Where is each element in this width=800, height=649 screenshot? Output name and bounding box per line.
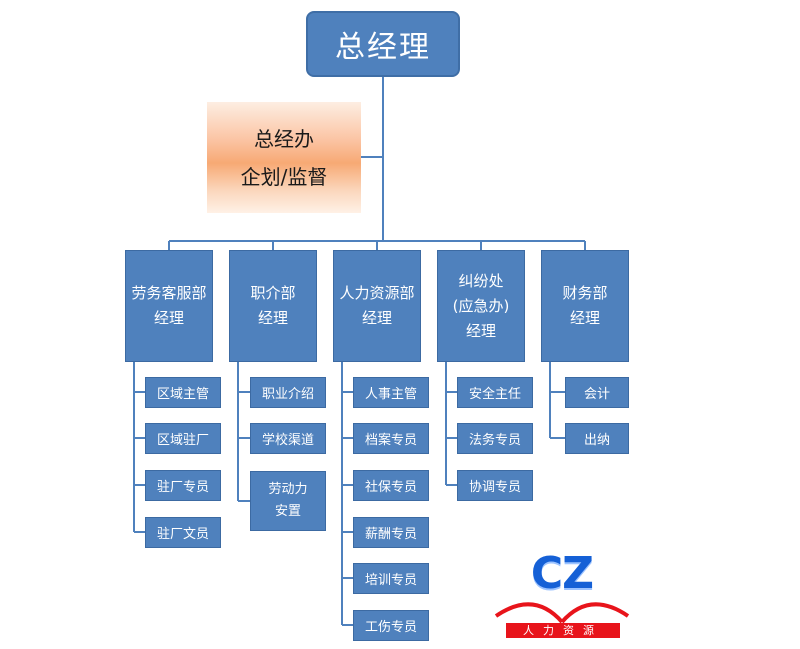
sub-role-box: 驻厂文员	[145, 517, 221, 548]
sub-role-label: 安全主任	[468, 387, 521, 402]
sub-role-box: 档案专员	[353, 423, 429, 454]
dept-box-human-resources: 人力资源部 经理	[333, 250, 421, 362]
sub-role-box: 法务专员	[457, 423, 533, 454]
sub-role-box: 工伤专员	[353, 610, 429, 641]
sub-role-label: 学校渠道	[261, 433, 314, 448]
dept-label: 经理	[465, 321, 496, 340]
sub-role-label: 区域驻厂	[156, 433, 209, 448]
sub-role-box: 培训专员	[353, 563, 429, 594]
sub-role-label: 安置	[274, 504, 301, 519]
dept-box-labor-service: 劳务客服部 经理	[125, 250, 213, 362]
dept-label: 经理	[361, 309, 392, 327]
sub-role-box: 薪酬专员	[353, 517, 429, 548]
dept-label: 经理	[257, 309, 288, 327]
sub-role-box: 人事主管	[353, 377, 429, 408]
sub-role-box: 区域主管	[145, 377, 221, 408]
logo-letters: CZ	[530, 548, 594, 599]
logo-caption: 人力资源	[506, 623, 620, 638]
dept-label: (应急办)	[452, 296, 510, 315]
sub-role-box: 出纳	[565, 423, 629, 454]
sub-role-box: 劳动力 安置	[250, 471, 326, 531]
sub-role-box: 协调专员	[457, 470, 533, 501]
sub-role-box: 安全主任	[457, 377, 533, 408]
dept-label: 人力资源部	[339, 284, 415, 302]
sub-role-label: 出纳	[583, 433, 610, 448]
office-label-line1: 总经办	[254, 126, 314, 151]
sub-role-label: 社保专员	[364, 480, 417, 495]
general-office-box: 总经办 企划/监督	[207, 102, 361, 213]
sub-role-label: 培训专员	[364, 573, 417, 588]
dept-label: 职介部	[250, 284, 296, 302]
sub-role-box: 职业介绍	[250, 377, 326, 408]
sub-role-label: 会计	[583, 387, 610, 402]
dept-label: 经理	[153, 309, 184, 327]
dept-label: 纠纷处	[458, 271, 504, 290]
sub-role-box: 会计	[565, 377, 629, 408]
sub-role-label: 驻厂文员	[156, 527, 209, 542]
sub-role-label: 法务专员	[468, 433, 521, 448]
sub-role-label: 区域主管	[156, 387, 209, 402]
book-arc-icon	[494, 602, 630, 624]
sub-role-label: 职业介绍	[261, 387, 314, 402]
sub-role-label: 工伤专员	[364, 620, 417, 635]
general-manager-label: 总经理	[335, 30, 431, 65]
dept-box-dispute: 纠纷处 (应急办) 经理	[437, 250, 525, 362]
sub-role-box: 社保专员	[353, 470, 429, 501]
sub-role-label: 劳动力	[268, 482, 308, 497]
sub-role-box: 学校渠道	[250, 423, 326, 454]
office-label-line2: 企划/监督	[240, 164, 328, 189]
dept-box-job-agency: 职介部 经理	[229, 250, 317, 362]
dept-label: 劳务客服部	[131, 284, 207, 302]
dept-label: 经理	[569, 309, 600, 327]
sub-role-box: 驻厂专员	[145, 470, 221, 501]
sub-role-label: 档案专员	[364, 433, 417, 448]
general-manager-box: 总经理	[306, 11, 460, 77]
sub-role-box: 区域驻厂	[145, 423, 221, 454]
dept-label: 财务部	[562, 284, 608, 302]
dept-box-finance: 财务部 经理	[541, 250, 629, 362]
sub-role-label: 薪酬专员	[364, 527, 417, 542]
sub-role-label: 协调专员	[468, 480, 521, 495]
sub-role-label: 驻厂专员	[156, 480, 209, 495]
sub-role-label: 人事主管	[364, 387, 417, 402]
cz-logo: CZ 人力资源	[494, 550, 630, 640]
